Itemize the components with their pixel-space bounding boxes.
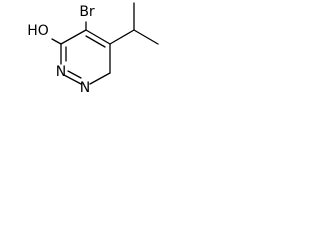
bond-c5-c6 [85, 29, 111, 45]
bond-isopropyl-methyl-right [133, 29, 159, 45]
molecule-structure: HO Br N N [27, 2, 159, 96]
bond-c4-c5 [60, 29, 87, 45]
atom-label-bromine: Br [79, 4, 95, 20]
bond-c5-c6-inner [85, 35, 106, 48]
atom-label-nitrogen-lower: N [80, 80, 90, 96]
bond-c2-n3 [63, 74, 82, 85]
atom-label-hydroxyl: HO [27, 23, 49, 39]
atom-label-nitrogen-upper: N [56, 64, 66, 80]
bond-c6-isopropyl [109, 29, 135, 45]
bond-n1-c2 [89, 72, 111, 85]
bond-c4-oh [51, 38, 62, 45]
bond-c2-n3-inner [67, 70, 82, 79]
